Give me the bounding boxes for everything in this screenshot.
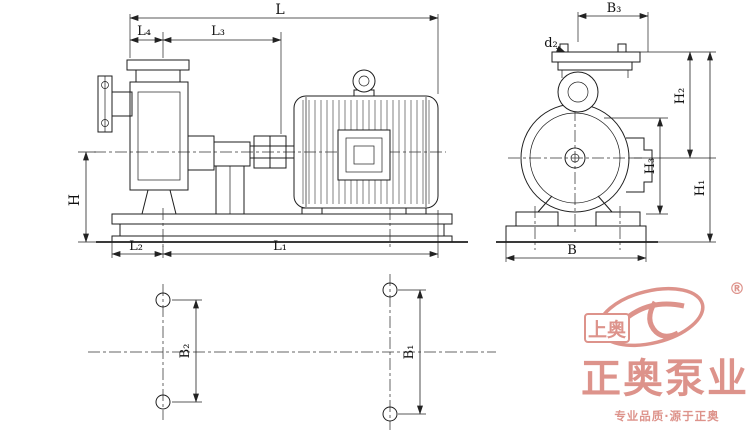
flange-bolt-right xyxy=(617,43,627,53)
flange-bolt-icon xyxy=(101,81,109,89)
motor-foot-right xyxy=(405,207,427,215)
dim-label-H3: H₃ xyxy=(643,158,658,175)
dim-label-L4: L₄ xyxy=(137,24,151,39)
dim-L1: L₁ xyxy=(162,210,439,258)
bearing-frame xyxy=(187,135,251,215)
dim-H2: H₂ xyxy=(631,51,716,159)
motor-foot-left xyxy=(301,207,323,215)
dim-L: L xyxy=(129,2,439,94)
terminal-box xyxy=(337,129,391,181)
registered-mark: ® xyxy=(729,279,745,298)
end-view-support xyxy=(496,195,658,250)
anchor-hole xyxy=(382,406,398,422)
pump-casing xyxy=(126,59,190,215)
dim-label-d2: d₂ xyxy=(544,36,558,51)
dim-B2: B₂ xyxy=(172,299,202,403)
suction-flange xyxy=(97,75,133,133)
shaft-end-circle xyxy=(570,153,580,163)
dim-label-L: L xyxy=(275,2,284,18)
anchor-hole xyxy=(155,292,171,308)
dim-H1: H₁ xyxy=(652,51,716,243)
baseplate xyxy=(96,208,468,248)
brand-badge: 上奥 xyxy=(584,313,630,343)
flange-bolt-left xyxy=(559,43,569,53)
dim-label-L1: L₁ xyxy=(273,239,287,254)
dim-L3: L₃ xyxy=(162,24,282,134)
dim-H: H xyxy=(67,151,96,243)
discharge-stub xyxy=(626,137,653,193)
footprint-plan: B₂ B₁ xyxy=(88,274,496,430)
foot-pad-right xyxy=(595,211,641,227)
foot-pad-left xyxy=(515,211,559,227)
end-baseplate xyxy=(505,225,647,243)
dim-label-H1: H₁ xyxy=(693,180,708,197)
top-flange xyxy=(551,43,641,78)
dim-label-B3: B₃ xyxy=(607,1,622,16)
dim-label-B: B xyxy=(567,243,577,258)
suction-eye-outer xyxy=(557,71,599,113)
dim-H3: H₃ xyxy=(604,117,668,215)
dim-label-L2: L₂ xyxy=(129,239,143,254)
suction-eye-inner xyxy=(567,81,589,103)
watermark: ® 上奥 正奥泵业 专业品质·源于正奥 xyxy=(581,279,749,423)
anchor-hole xyxy=(382,282,398,298)
flange-bolt-icon xyxy=(101,119,109,127)
dim-label-B1: B₁ xyxy=(402,345,417,360)
side-view: L L₄ L₃ H L₂ L₁ xyxy=(67,2,468,258)
brand-main-text: 正奥泵业 xyxy=(581,356,749,402)
brand-badge-text: 上奥 xyxy=(588,318,627,341)
hub-circle xyxy=(564,147,586,169)
dim-B: B xyxy=(505,242,647,262)
casing-inner-circle xyxy=(529,112,621,204)
dim-B1: B₁ xyxy=(398,289,426,415)
dim-B3: B₃ xyxy=(577,1,649,52)
discharge-flange xyxy=(126,59,190,71)
dim-label-H: H xyxy=(67,194,83,206)
anchor-hole xyxy=(155,394,171,410)
pump-pedestal xyxy=(141,189,177,215)
dim-L4: L₄ xyxy=(129,24,164,58)
watermark-glyph xyxy=(647,300,680,339)
dim-label-L3: L₃ xyxy=(211,24,225,39)
dim-label-B2: B₂ xyxy=(178,344,193,359)
brand-slogan: 专业品质·源于正奥 xyxy=(614,409,719,423)
lifting-eye-icon xyxy=(352,69,376,97)
end-view: B₃ d₂ H₂ H₃ H₁ xyxy=(496,1,716,262)
motor xyxy=(293,69,439,215)
dim-d2: d₂ xyxy=(544,36,566,53)
dim-label-H2: H₂ xyxy=(673,88,688,105)
